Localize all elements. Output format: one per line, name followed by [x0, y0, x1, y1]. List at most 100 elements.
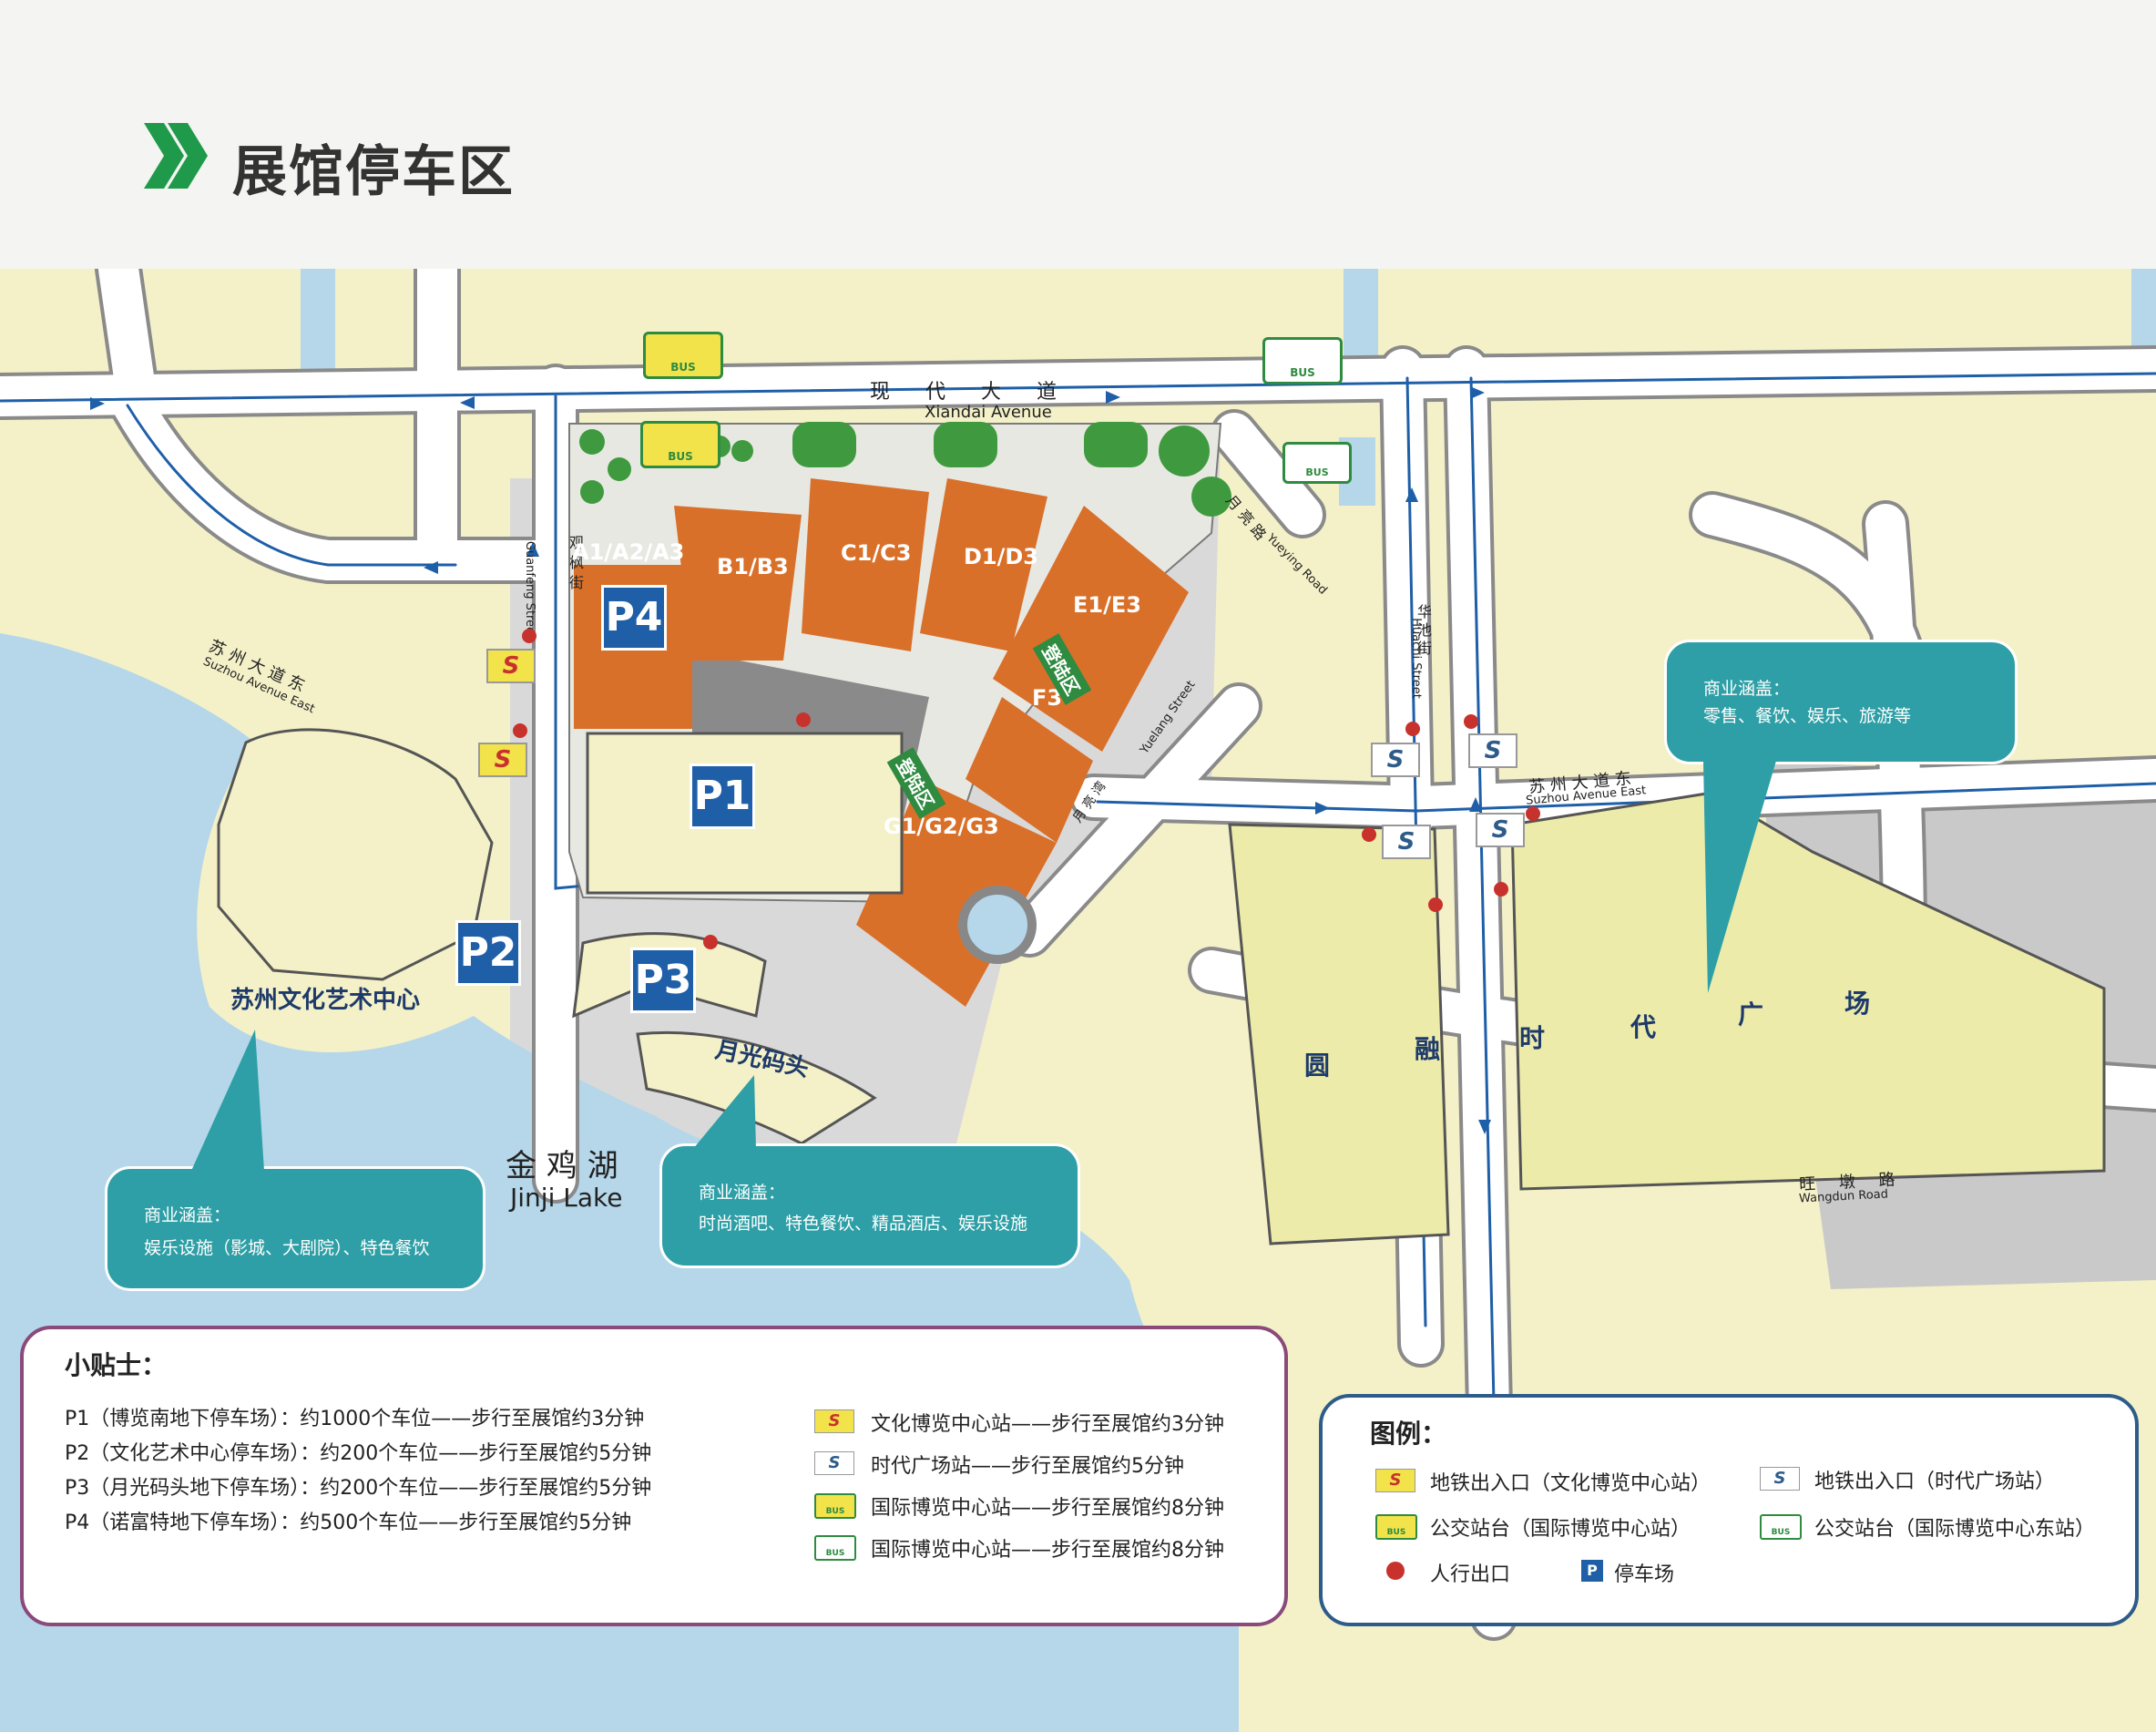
- times-square-char: 融: [1415, 1034, 1441, 1064]
- parking-p2[interactable]: P2: [455, 920, 521, 986]
- callout-title: 商业涵盖：: [144, 1205, 231, 1225]
- exhibition-halls: [574, 478, 1189, 1007]
- hall-g: [856, 779, 1057, 1007]
- pedestrian-exit-icon: [513, 723, 527, 738]
- station-line: 时代广场站——步行至展馆约5分钟: [871, 1455, 1184, 1478]
- pedestrian-exit-icon: [522, 629, 536, 643]
- tip-line: P2（文化艺术中心停车场）：约200个车位——步行至展馆约5分钟: [65, 1442, 652, 1465]
- canal: [301, 269, 335, 378]
- bus-stop-east-icon[interactable]: BUS: [1282, 442, 1352, 484]
- parking-p1[interactable]: P1: [690, 764, 755, 829]
- metro-culture-icon: S: [814, 1409, 854, 1433]
- legend-panel: 图例： S 地铁出入口（文化博览中心站） S 地铁出入口（时代广场站） BUS …: [1319, 1394, 2139, 1626]
- legend-metro-culture: 地铁出入口（文化博览中心站）: [1430, 1472, 1712, 1495]
- culture-center-label: 苏州文化艺术中心: [230, 987, 421, 1014]
- road-label-guanfeng-cn: 观 枫 街: [569, 534, 585, 591]
- trees: [579, 422, 1231, 517]
- times-square-char: 时: [1519, 1023, 1546, 1053]
- pedestrian-exit-icon: [703, 935, 718, 949]
- pedestrian-exit-icon: [1362, 827, 1376, 842]
- pedestrian-exit-icon: [1428, 897, 1443, 912]
- hall-e: [993, 506, 1189, 752]
- metro-culture-icon[interactable]: S: [486, 649, 536, 683]
- bus-stop-icon: BUS: [814, 1493, 856, 1519]
- hall-label-c: C1/C3: [841, 540, 912, 566]
- tip-line: P4（诺富特地下停车场）：约500个车位——步行至展馆约5分钟: [65, 1512, 632, 1534]
- callout-title: 商业涵盖：: [1703, 679, 1791, 699]
- road-label-huachi-cn: 华 池 街: [1417, 603, 1433, 657]
- bus-stop-east-icon: BUS: [1760, 1514, 1802, 1540]
- bus-stop-east-icon: BUS: [814, 1535, 856, 1561]
- times-square-char: 场: [1844, 989, 1871, 1019]
- road-label-xiandai-en: Xiandai Avenue: [925, 403, 1052, 422]
- culture-center: [217, 728, 494, 981]
- hall-d: [920, 478, 1047, 651]
- parking-p4[interactable]: P4: [601, 585, 667, 651]
- road-label-huachi-en: Huachi Street: [1408, 618, 1423, 699]
- bus-stop-east-icon[interactable]: BUS: [1262, 337, 1343, 384]
- callout-body: 时尚酒吧、特色餐饮、精品酒店、娱乐设施: [699, 1214, 1028, 1234]
- legend-metro-times: 地铁出入口（时代广场站）: [1814, 1471, 2056, 1493]
- roundabout: [958, 886, 1037, 964]
- page-title: 展馆停车区: [232, 140, 515, 204]
- pedestrian-exit-icon: [1405, 722, 1420, 736]
- parking-p3[interactable]: P3: [630, 948, 696, 1013]
- metro-culture-icon: S: [1375, 1469, 1415, 1492]
- lake-label-en: Jinji Lake: [510, 1183, 623, 1213]
- metro-times-icon[interactable]: S: [1468, 733, 1517, 768]
- tips-title: 小贴士：: [65, 1350, 168, 1380]
- metro-times-icon[interactable]: S: [1476, 813, 1525, 847]
- callout-body: 娱乐设施（影城、大剧院）、特色餐饮: [144, 1238, 430, 1258]
- canal: [1344, 269, 1378, 369]
- parking-icon: P: [1579, 1558, 1605, 1583]
- station-line: 文化博览中心站——步行至展馆约3分钟: [871, 1413, 1224, 1436]
- bus-stop-icon: BUS: [1375, 1514, 1417, 1540]
- callout-body: 零售、餐饮、娱乐、旅游等: [1703, 706, 1912, 726]
- hall-f: [966, 697, 1093, 843]
- moonlight-pier: [636, 1030, 877, 1145]
- hall-label-d: D1/D3: [964, 544, 1039, 569]
- metro-times-icon: S: [1760, 1467, 1800, 1491]
- hall-label-a: A1/A2/A3: [572, 539, 685, 565]
- hall-label-e: E1/E3: [1073, 592, 1141, 618]
- legend-title: 图例：: [1370, 1419, 1447, 1449]
- hall-b: [674, 506, 802, 661]
- times-square-char: 圆: [1304, 1050, 1331, 1081]
- chevron-right-icon: [144, 123, 208, 189]
- legend-parking: 停车场: [1614, 1563, 1675, 1586]
- hall-label-g: G1/G2/G3: [884, 814, 999, 839]
- metro-times-icon[interactable]: S: [1382, 825, 1431, 859]
- callout-title: 商业涵盖：: [699, 1183, 786, 1203]
- header: 展馆停车区: [0, 0, 2156, 269]
- tip-line: P1（博览南地下停车场）：约1000个车位——步行至展馆约3分钟: [65, 1408, 645, 1430]
- pedestrian-exit-icon: [796, 712, 811, 727]
- road-label-xiandai-cn: 现 代 大 道: [870, 381, 1071, 404]
- hall-label-b: B1/B3: [717, 554, 789, 579]
- station-line: 国际博览中心站——步行至展馆约8分钟: [871, 1539, 1224, 1562]
- station-line: 国际博览中心站——步行至展馆约8分钟: [871, 1497, 1224, 1520]
- callout-pointer: [1703, 761, 1776, 993]
- metro-times-icon: S: [814, 1451, 854, 1475]
- road-label-guanfeng-en: Guanfeng Street: [523, 540, 537, 640]
- bus-stop-icon[interactable]: BUS: [643, 332, 723, 379]
- legend-bus-center: 公交站台（国际博览中心站）: [1430, 1518, 1691, 1541]
- pedestrian-exit-icon: [1386, 1562, 1405, 1580]
- metro-culture-icon[interactable]: S: [478, 743, 527, 777]
- times-square-char: 广: [1738, 999, 1764, 1030]
- callout-pointer: [692, 1075, 756, 1150]
- tips-panel: 小贴士： P1（博览南地下停车场）：约1000个车位——步行至展馆约3分钟 P2…: [20, 1326, 1288, 1626]
- callout-right: 商业涵盖： 零售、餐饮、娱乐、旅游等: [1664, 640, 2018, 764]
- lake-label-cn: 金 鸡 湖: [506, 1148, 618, 1184]
- legend-bus-east: 公交站台（国际博览中心东站）: [1814, 1518, 2096, 1541]
- times-square-char: 代: [1630, 1012, 1657, 1042]
- bus-stop-icon[interactable]: BUS: [640, 421, 720, 468]
- callout-left: 商业涵盖： 娱乐设施（影城、大剧院）、特色餐饮: [105, 1166, 485, 1291]
- metro-times-icon[interactable]: S: [1371, 743, 1420, 777]
- callout-middle: 商业涵盖： 时尚酒吧、特色餐饮、精品酒店、娱乐设施: [659, 1143, 1080, 1268]
- tip-line: P3（月光码头地下停车场）：约200个车位——步行至展馆约5分钟: [65, 1477, 652, 1500]
- traffic-arrows: [90, 386, 1491, 1134]
- pedestrian-exit-icon: [1494, 882, 1508, 897]
- callout-pointer: [191, 1030, 264, 1171]
- pedestrian-exit-icon: [1464, 714, 1478, 729]
- pedestrian-exit-icon: [1526, 806, 1540, 821]
